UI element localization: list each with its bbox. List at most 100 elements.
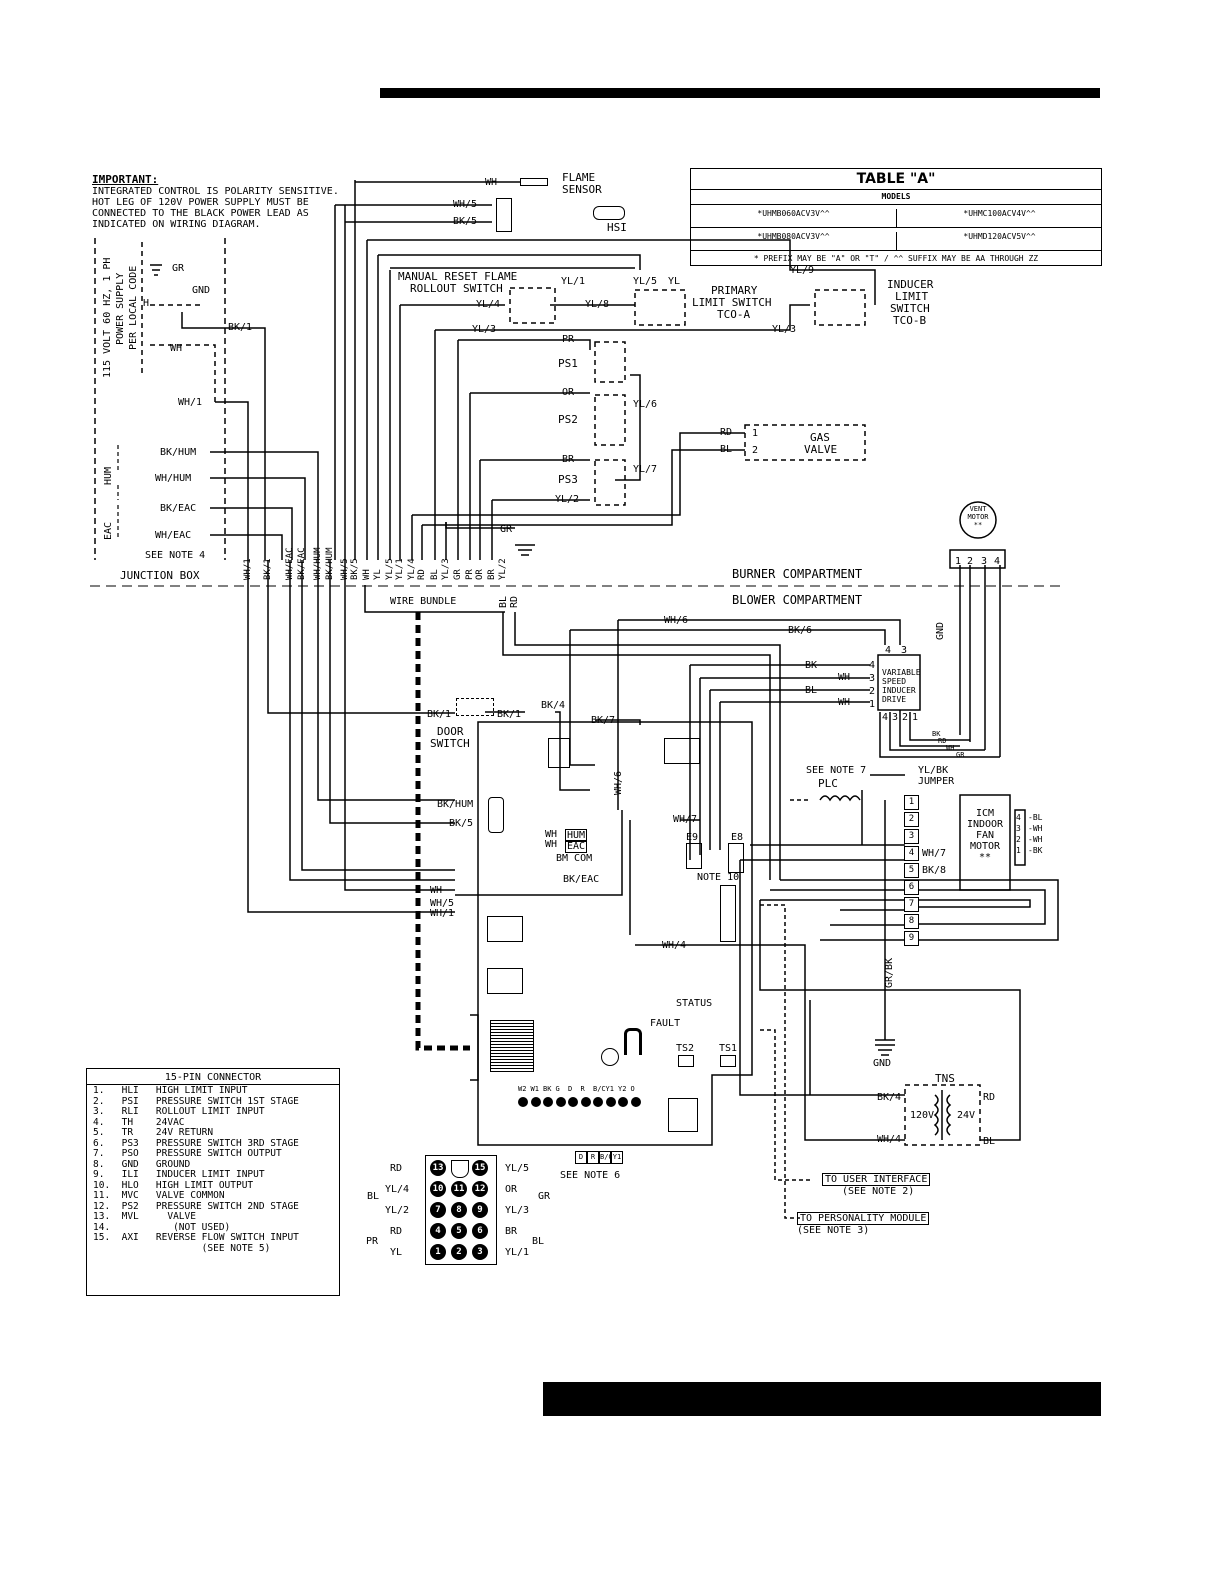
model-cell: *UHMD120ACV5V^^ — [896, 232, 1102, 250]
gas-pin-1: 1 — [752, 428, 759, 439]
plug-gr: GR — [538, 1191, 551, 1202]
hum-label: HUM — [103, 466, 114, 485]
plug-pin: 2 — [451, 1244, 467, 1260]
ts2-connector — [678, 1055, 694, 1067]
plug-right-wire: YL/5 — [505, 1163, 530, 1174]
table-a-note: * PREFIX MAY BE "A" OR "T" / ^^ SUFFIX M… — [753, 254, 1039, 263]
vsid-side-pin: 4 — [869, 660, 876, 671]
icm-grbk: GR/BK — [884, 957, 895, 988]
gas-pin-2: 2 — [752, 445, 759, 456]
model-cell: *UHMB060ACV3V^^ — [757, 209, 830, 218]
e8-connector — [728, 843, 744, 873]
terminal-screw — [580, 1097, 591, 1107]
pin-row: 12. PS2 PRESSURE SWITCH 2ND STAGE — [93, 1200, 299, 1212]
plc-note: SEE NOTE 7 — [806, 765, 867, 776]
board-plug-grid — [490, 1020, 534, 1072]
vsid-wire: WH — [838, 697, 851, 708]
icm-right-wire: -WH — [1028, 835, 1043, 844]
bundle-wire-label: BK/HUM — [325, 547, 335, 580]
link-personality-module[interactable]: TO PERSONALITY MODULE — [797, 1212, 930, 1225]
vsid-side-pin: 1 — [869, 699, 876, 710]
vent-pin: 3 — [981, 556, 988, 567]
plug-left-wire: YL — [390, 1247, 403, 1258]
pin-row: 7. PSO PRESSURE SWITCH OUTPUT — [93, 1148, 282, 1159]
terminal-screw — [530, 1097, 541, 1107]
table-a: TABLE "A" MODELS *UHMB060ACV3V^^ *UHMC10… — [690, 168, 1102, 266]
pin-row: 15. AXI REVERSE FLOW SWITCH INPUT — [93, 1232, 299, 1243]
primary-label-1: PRIMARY — [711, 284, 758, 297]
power-label-3: PER LOCAL CODE — [128, 265, 139, 350]
icm-wh7: WH/7 — [922, 848, 947, 859]
pin-row: 1. HLI HIGH LIMIT INPUT — [93, 1085, 248, 1096]
footer-bar — [543, 1382, 1101, 1416]
link-user-interface[interactable]: TO USER INTERFACE — [822, 1173, 931, 1186]
terminal-label: R — [580, 1085, 585, 1093]
plug-pin: 11 — [451, 1181, 467, 1197]
bundle-wire-label: YL/2 — [498, 558, 508, 580]
inducer-label-3: SWITCH — [890, 302, 930, 315]
plug-pin: 7 — [430, 1202, 446, 1218]
ps-ps2: PS2 — [558, 413, 578, 426]
icm-terminal: 1 — [904, 795, 919, 810]
plc-label: PLC — [818, 777, 838, 790]
power-h: H — [143, 298, 150, 309]
inducer-label-4: TCO-B — [893, 314, 927, 327]
ctrl-wh6: WH/6 — [613, 770, 624, 795]
terminal-label: O — [630, 1085, 635, 1093]
power-wh: WH — [170, 343, 183, 354]
plc-jumper-2: JUMPER — [918, 776, 955, 787]
bundle-wire-label: WH — [362, 569, 372, 580]
blower-compartment: BLOWER COMPARTMENT — [732, 593, 863, 607]
bottom-terminal: Y1 — [611, 1151, 623, 1164]
vsid-label-1: VARIABLE — [882, 668, 921, 677]
bundle-wire-label: RD — [417, 569, 427, 580]
flame-label-2: SENSOR — [562, 183, 602, 196]
ctrl-wh: WH — [430, 885, 443, 896]
vent-pin: 4 — [994, 556, 1001, 567]
power-bk1: BK/1 — [228, 322, 253, 333]
tns-label: TNS — [935, 1072, 955, 1085]
rollout-label-2: ROLLOUT SWITCH — [410, 282, 503, 295]
icm-terminal: 9 — [904, 931, 919, 946]
plug-bl2: BL — [532, 1236, 545, 1247]
vsid-bottom-wire: WH — [946, 744, 955, 752]
plug-right-wire: YL/1 — [505, 1247, 530, 1258]
board-relay — [487, 968, 523, 994]
hsi-label: HSI — [607, 221, 627, 234]
terminal-label: W2 — [518, 1085, 527, 1093]
vsid-bottom-pin: 2 — [902, 712, 909, 723]
link-user-note: (SEE NOTE 2) — [842, 1186, 915, 1197]
icm-terminal: 7 — [904, 897, 919, 912]
bundle-wire-label: WH/HUM — [313, 547, 323, 580]
icm-terminal: 3 — [904, 829, 919, 844]
junction-label: JUNCTION BOX — [120, 569, 200, 582]
ctrl-wh5: WH/5 — [430, 898, 455, 909]
bundle-wire-label: WH/EAC — [285, 547, 295, 580]
terminal-label: B/C — [593, 1085, 606, 1093]
primary-label-3: TCO-A — [717, 308, 751, 321]
flame-label-1: FLAME — [562, 171, 596, 184]
fuse-icon — [624, 1028, 642, 1055]
vsid-wire: BK — [805, 660, 818, 671]
vent-pin: 1 — [955, 556, 962, 567]
pin-row: 2. PSI PRESSURE SWITCH 1ST STAGE — [93, 1095, 299, 1107]
junction-note: SEE NOTE 4 — [145, 550, 206, 561]
pin-connector-table: 15-PIN CONNECTOR 1. HLI HIGH LIMIT INPUT… — [86, 1068, 340, 1296]
vsid-bottom-pin: 3 — [892, 712, 899, 723]
flame-sensor-rod — [520, 178, 548, 186]
ctrl-wh-b: WH — [545, 839, 558, 850]
ps-yl7: YL/7 — [633, 464, 658, 475]
terminal-screw — [518, 1097, 528, 1107]
rollout-yl8: YL/8 — [585, 299, 610, 310]
terminal-label: D — [568, 1085, 573, 1093]
rollout-yl3: YL/3 — [472, 324, 497, 335]
ribbon-connector — [720, 885, 736, 942]
plug-pin: 1 — [430, 1244, 446, 1260]
ctrl-ts1: TS1 — [719, 1043, 738, 1054]
vsid-bottom-wire: RD — [938, 737, 947, 745]
gas-bl: BL — [720, 444, 733, 455]
terminal-screw — [543, 1097, 553, 1107]
tns-bl: BL — [983, 1136, 996, 1147]
ctrl-wh1: WH/1 — [430, 908, 455, 919]
